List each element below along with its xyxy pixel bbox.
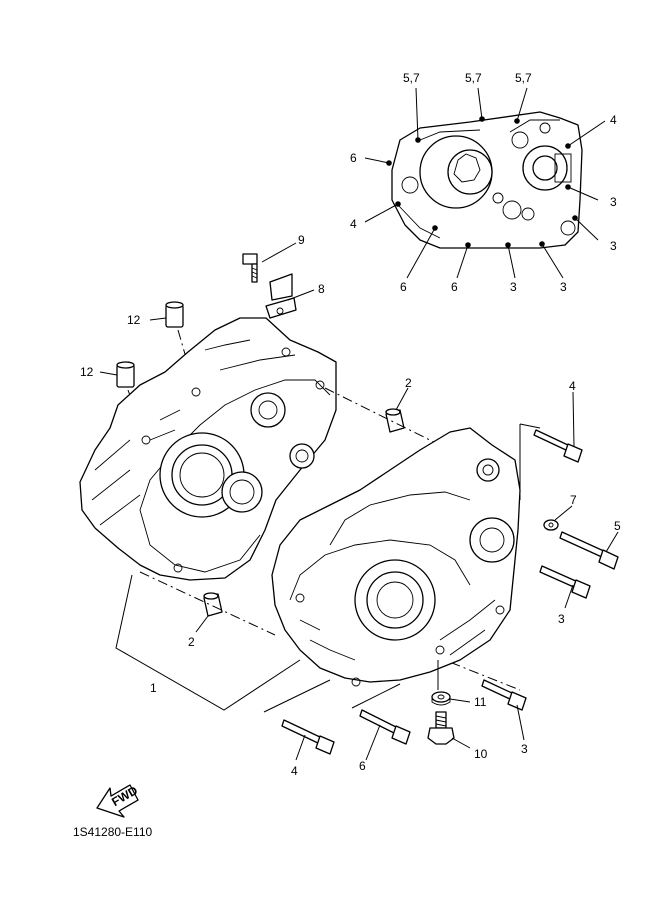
- fwd-arrow-icon: FWD: [96, 783, 140, 818]
- washer-11: [431, 691, 451, 706]
- callout-3: 3: [510, 280, 517, 294]
- callout-1: 1: [150, 681, 157, 695]
- diagram-code: 1S41280-E110: [73, 825, 153, 839]
- drain-plug-10: [427, 711, 455, 745]
- callout-5-7: 5,7: [403, 71, 420, 85]
- bolt-5: [559, 531, 619, 570]
- callout-5-7: 5,7: [515, 71, 532, 85]
- callout-7: 7: [570, 493, 577, 507]
- callout-4: 4: [610, 113, 617, 127]
- callout-10: 10: [474, 747, 488, 761]
- callout-12: 12: [80, 365, 94, 379]
- callout-12: 12: [127, 313, 141, 327]
- callout-6: 6: [359, 759, 366, 773]
- bolt-6-bottom: [359, 709, 411, 745]
- callout-4: 4: [569, 379, 576, 393]
- callout-8: 8: [318, 282, 325, 296]
- callout-5: 5: [614, 519, 621, 533]
- callout-6: 6: [451, 280, 458, 294]
- callout-2: 2: [188, 635, 195, 649]
- callout-9: 9: [298, 233, 305, 247]
- bolt-pattern-inset: [364, 87, 606, 279]
- callout-4: 4: [291, 764, 298, 778]
- bolt-3-right: [539, 565, 591, 599]
- callout-5-7: 5,7: [465, 71, 482, 85]
- bolt-3-lower: [481, 679, 527, 711]
- callout-2: 2: [405, 376, 412, 390]
- washer-7: [543, 519, 559, 531]
- callout-3: 3: [560, 280, 567, 294]
- dowel-pin-12: [116, 361, 135, 388]
- dowel-pin-12: [165, 301, 184, 328]
- callout-6: 6: [400, 280, 407, 294]
- bolt-4-bottom: [281, 719, 335, 755]
- bolt-4-right: [533, 429, 583, 463]
- dowel-pin-2: [203, 592, 223, 617]
- callout-3: 3: [610, 195, 617, 209]
- right-crankcase: [271, 427, 521, 687]
- callout-3: 3: [558, 612, 565, 626]
- callout-3: 3: [610, 239, 617, 253]
- dowel-pin-2: [385, 408, 405, 433]
- callout-11: 11: [474, 695, 487, 709]
- left-crankcase: [79, 317, 337, 581]
- bolt-9: [242, 253, 258, 283]
- callout-4: 4: [350, 217, 357, 231]
- callout-6: 6: [350, 151, 357, 165]
- callout-3: 3: [521, 742, 528, 756]
- bracket-8: [265, 273, 297, 319]
